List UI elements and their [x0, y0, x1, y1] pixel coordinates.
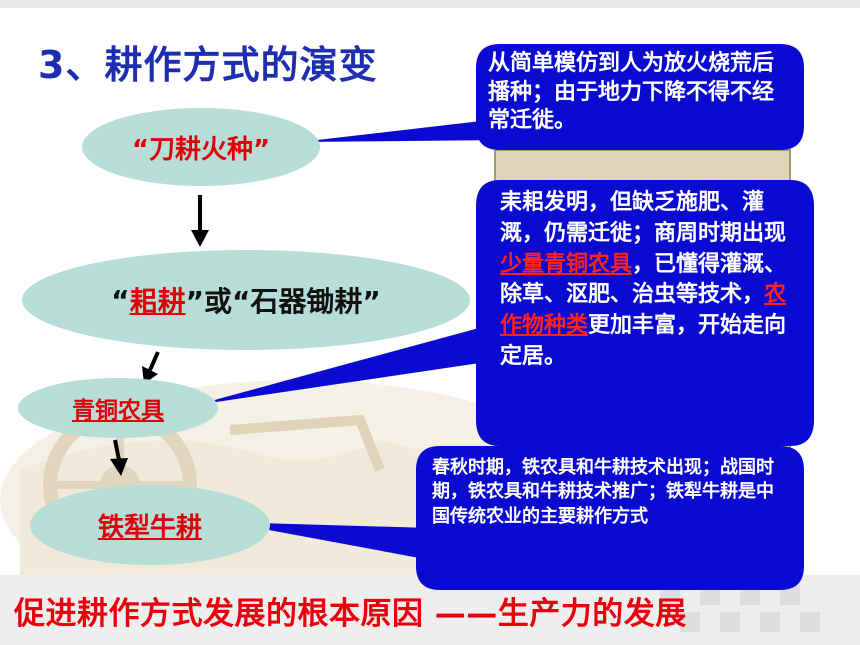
- callout-shapes: [196, 44, 814, 590]
- node-label-rest: ”或“石器锄耕”: [185, 285, 381, 318]
- node-iron-plough-ox: 铁犁牛耕: [30, 485, 270, 565]
- callout-text-part1: 耒耜发明，但缺乏施肥、灌溉，仍需迁徙；商周时期出现: [500, 190, 787, 246]
- page-title: 3、耕作方式的演变: [38, 43, 378, 87]
- callout-plough-hoe: 耒耜发明，但缺乏施肥、灌溉，仍需迁徙；商周时期出现少量青铜农具，已懂得灌溉、除草…: [500, 188, 800, 373]
- node-label: 青铜农具: [72, 398, 164, 424]
- callout-text-part2: ，已懂得灌溉、除草、沤肥、治虫等技术，: [500, 251, 787, 308]
- node-label-term: 耜耕: [129, 285, 186, 318]
- callout-highlight-bronze: 少量青铜农具: [500, 251, 633, 277]
- callout-highlight-crops: 农作物种类: [500, 282, 787, 339]
- node-plough-hoe: “耜耕”或“石器锄耕”: [22, 250, 470, 350]
- node-bronze-tools: 青铜农具: [18, 378, 218, 438]
- callout-slash-and-burn: 从简单模仿到人为放火烧荒后播种；由于地力下降不得不经常迁徙。: [488, 50, 788, 136]
- node-slash-and-burn: “刀耕火种”: [82, 108, 320, 186]
- node-label: 铁犁牛耕: [97, 512, 202, 543]
- callout-iron-plough: 春秋时期，铁农具和牛耕技术出现；战国时期，铁农具和牛耕技术推广；铁犁牛耕是中国传…: [432, 456, 790, 529]
- callout-text-part3: 更加丰富，开始走向定居。: [500, 313, 787, 369]
- node-label-open-quote: “: [111, 283, 130, 317]
- callout-text: 春秋时期，铁农具和牛耕技术出现；战国时期，铁农具和牛耕技术推广；铁犁牛耕是中国传…: [432, 457, 774, 527]
- callout-text: 从简单模仿到人为放火烧荒后播种；由于地力下降不得不经常迁徙。: [488, 51, 775, 134]
- node-label: “刀耕火种”: [131, 134, 271, 165]
- conclusion-text: 促进耕作方式发展的根本原因 ——生产力的发展: [14, 596, 687, 632]
